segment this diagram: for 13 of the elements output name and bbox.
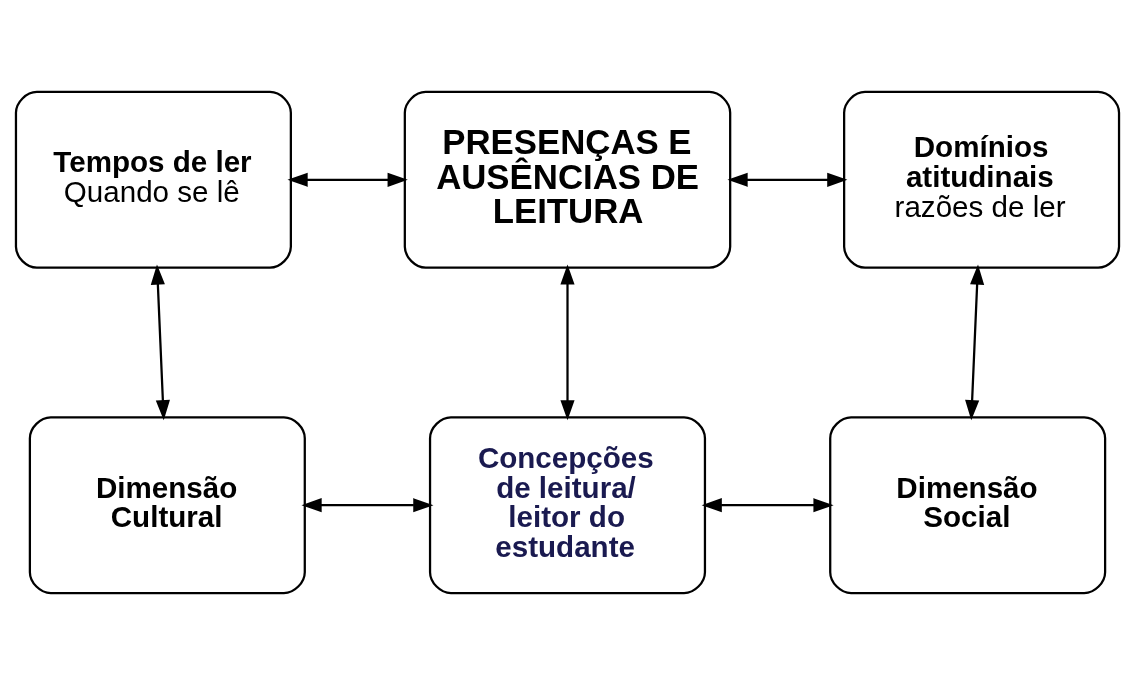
arrow [301, 497, 434, 512]
arrow [701, 497, 834, 512]
node-box: Concepções de leitura/ leitor do estudante [428, 415, 707, 594]
node-box: Dimensão Social [829, 415, 1107, 594]
node-box: Dimensão Cultural [28, 415, 306, 594]
arrow [965, 263, 985, 420]
arrow [150, 263, 170, 420]
node-box: Tempos de ler Quando se lê [14, 90, 292, 269]
arrow [727, 172, 848, 187]
node-box: Domínios atitudinais razões de ler [843, 90, 1121, 269]
arrow [560, 263, 575, 420]
node-box: PRESENÇAS E AUSÊNCIAS DE LEITURA [403, 90, 732, 269]
arrow [287, 172, 408, 187]
